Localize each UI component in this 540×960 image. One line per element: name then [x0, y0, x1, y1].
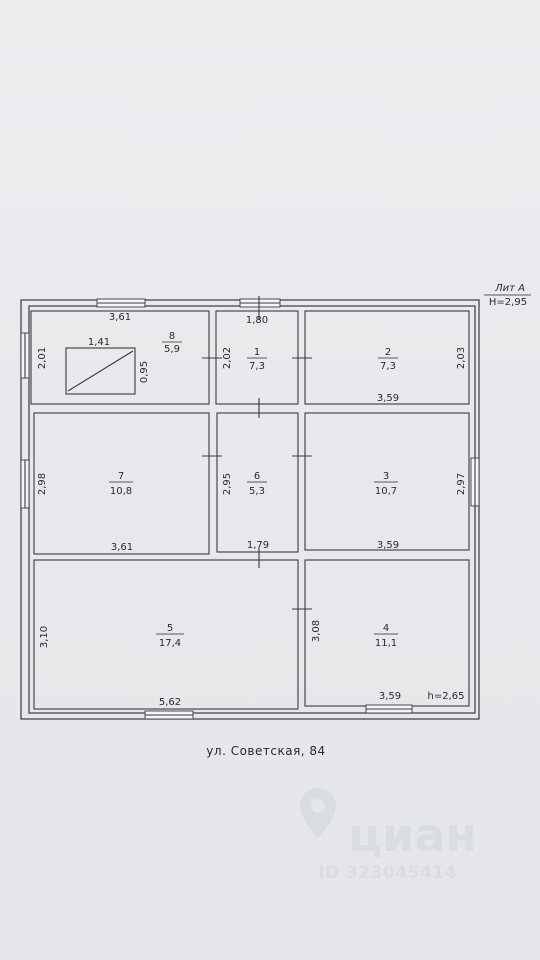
room-1-area: 7,3	[249, 361, 265, 372]
appliance-box	[65, 347, 136, 395]
dim-r7-width: 3,61	[111, 542, 133, 553]
watermark-id: ID 323045414	[318, 863, 457, 883]
dim-r4-height: 3,08	[311, 620, 322, 642]
watermark-brand: циан	[348, 808, 477, 862]
room-3	[304, 412, 470, 551]
ceiling-height: Н=2,95	[489, 297, 527, 308]
lit-label: Лит А	[494, 283, 525, 294]
room-2-number: 2	[385, 347, 391, 358]
room-6	[216, 412, 299, 553]
room-3-number: 3	[383, 471, 389, 482]
room-4-number: 4	[383, 623, 389, 634]
watermark: циан ID 323045414	[300, 788, 477, 883]
dim-r7-height: 2,98	[37, 473, 48, 495]
room-7-area: 10,8	[110, 486, 132, 497]
dim-r6-width: 1,79	[247, 540, 269, 551]
dim-r8-item-h: 0,95	[139, 361, 150, 383]
dim-r1-height: 2,02	[222, 347, 233, 369]
dim-r2-height: 2,03	[456, 347, 467, 369]
room-2-area: 7,3	[380, 361, 396, 372]
dim-r5-width: 5,62	[159, 697, 181, 708]
dim-r4-width: 3,59	[379, 691, 401, 702]
room-7	[33, 412, 210, 555]
room-8-area: 5,9	[164, 344, 180, 355]
room-8	[30, 310, 210, 405]
dim-r8-height: 2,01	[37, 347, 48, 369]
room-6-area: 5,3	[249, 486, 265, 497]
dim-r8-item-w: 1,41	[88, 337, 110, 348]
room-5-number: 5	[167, 623, 173, 634]
room-6-number: 6	[254, 471, 260, 482]
room-8-number: 8	[169, 331, 175, 342]
room-4-area: 11,1	[375, 638, 397, 649]
dim-r1-width: 1,80	[246, 315, 268, 326]
address: ул. Советская, 84	[206, 744, 325, 758]
room-5	[33, 559, 299, 710]
dim-r2-width: 3,59	[377, 393, 399, 404]
dim-r6-height: 2,95	[222, 473, 233, 495]
dim-r8-width: 3,61	[109, 312, 131, 323]
room-3-area: 10,7	[375, 486, 397, 497]
location-pin-icon	[300, 788, 336, 838]
dim-r5-height: 3,10	[39, 626, 50, 648]
appliance-diagonal	[67, 350, 134, 392]
room-5-area: 17,4	[159, 638, 181, 649]
room-7-number: 7	[118, 471, 124, 482]
dim-r3-height: 2,97	[456, 473, 467, 495]
room-1-number: 1	[254, 347, 260, 358]
room-height-note: h=2,65	[428, 691, 465, 702]
dim-r3-width: 3,59	[377, 540, 399, 551]
